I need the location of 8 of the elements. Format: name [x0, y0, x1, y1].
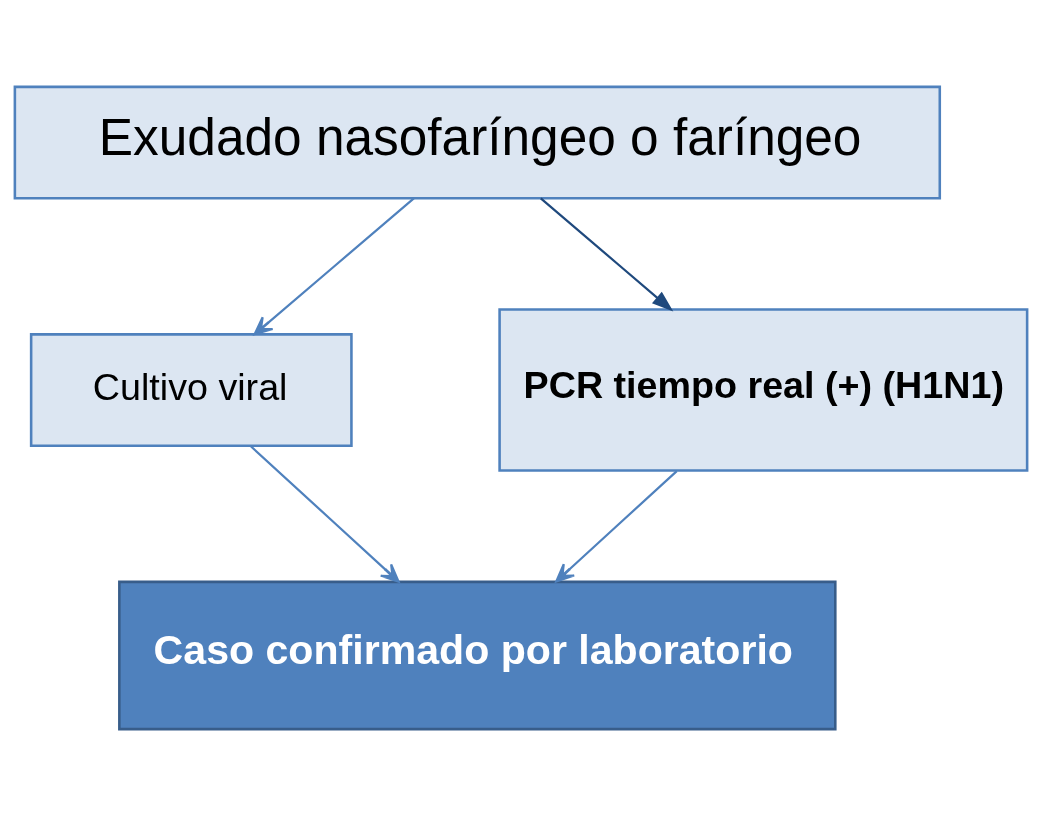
node-box: Caso confirmado por laboratorio	[118, 580, 837, 731]
arrow	[249, 445, 400, 583]
node-box: PCR tiempo real (+) (H1N1)	[498, 308, 1029, 472]
arrow	[540, 197, 674, 312]
node-box: Exudado nasofaríngeo o faríngeo	[13, 85, 942, 200]
arrow	[253, 197, 415, 336]
arrow	[555, 470, 678, 583]
node-box: Cultivo viral	[29, 333, 353, 447]
